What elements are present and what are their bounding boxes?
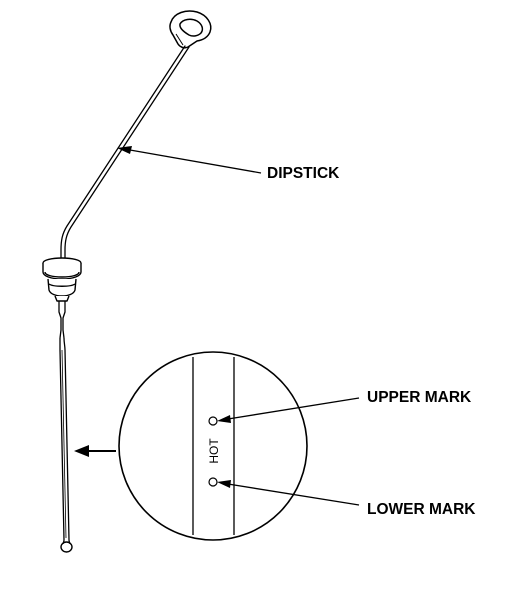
dipstick-leader xyxy=(117,146,262,174)
dipstick-label: DIPSTICK xyxy=(267,165,340,182)
detail-pointer-arrow xyxy=(74,445,116,457)
dipstick-handle xyxy=(169,10,212,49)
upper-mark-hole xyxy=(208,416,218,426)
magnifier-circle xyxy=(118,351,308,541)
upper-mark-label: UPPER MARK xyxy=(367,389,472,406)
dipstick-seal xyxy=(42,257,82,302)
upper-mark-leader xyxy=(217,397,360,423)
dipstick-shaft xyxy=(60,45,190,263)
lower-mark-leader xyxy=(217,480,360,506)
lower-mark-label: LOWER MARK xyxy=(367,501,476,518)
hot-text: HOT xyxy=(207,438,221,464)
magnified-detail: HOT xyxy=(118,351,308,541)
lower-mark-hole xyxy=(208,477,218,487)
dipstick-blade xyxy=(58,301,73,553)
